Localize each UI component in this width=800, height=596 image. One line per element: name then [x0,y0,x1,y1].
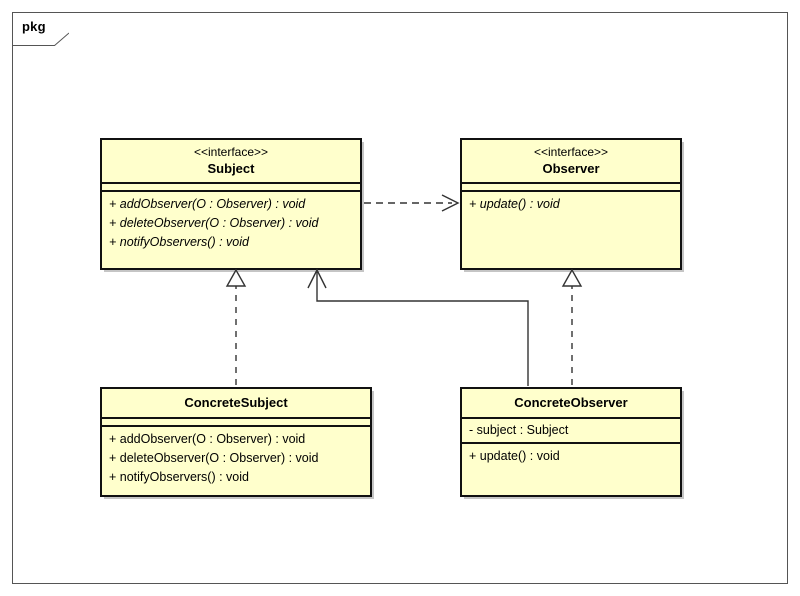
class-header-concrete-subject: ConcreteSubject [102,389,370,419]
package-label: pkg [22,19,46,34]
operation-row: + notifyObservers() : void [109,470,249,484]
class-box-subject[interactable]: <<interface>> Subject + addObserver(O : … [100,138,362,270]
class-header-concrete-observer: ConcreteObserver [462,389,680,419]
operation-row: + deleteObserver(O : Observer) : void [109,216,319,230]
class-operations-subject: + addObserver(O : Observer) : void + del… [102,192,360,255]
class-name-observer: Observer [542,161,600,176]
class-name-subject: Subject [207,161,255,176]
class-attributes-observer [462,184,680,192]
operation-row: + addObserver(O : Observer) : void [109,197,306,211]
class-stereotype-observer: <<interface>> [533,145,609,159]
operation-row: + deleteObserver(O : Observer) : void [109,451,319,465]
class-attributes-concrete-subject [102,419,370,427]
class-box-concrete-subject[interactable]: ConcreteSubject + addObserver(O : Observ… [100,387,372,497]
class-name-concrete-subject: ConcreteSubject [184,395,288,410]
class-box-observer[interactable]: <<interface>> Observer + update() : void [460,138,682,270]
class-operations-concrete-observer: + update() : void [462,444,680,469]
class-attributes-concrete-observer: - subject : Subject [462,419,680,444]
class-stereotype-subject: <<interface>> [193,145,269,159]
class-box-concrete-observer[interactable]: ConcreteObserver - subject : Subject + u… [460,387,682,497]
package-tab [12,12,69,46]
operation-row: + addObserver(O : Observer) : void [109,432,306,446]
class-attributes-subject [102,184,360,192]
operation-row: + update() : void [469,197,560,211]
class-operations-concrete-subject: + addObserver(O : Observer) : void + del… [102,427,370,490]
class-header-observer: <<interface>> Observer [462,140,680,184]
class-operations-observer: + update() : void [462,192,680,217]
class-header-subject: <<interface>> Subject [102,140,360,184]
operation-row: + notifyObservers() : void [109,235,249,249]
operation-row: + update() : void [469,449,560,463]
class-name-concrete-observer: ConcreteObserver [514,395,628,410]
attribute-row: - subject : Subject [469,423,569,437]
package-frame [12,12,788,584]
